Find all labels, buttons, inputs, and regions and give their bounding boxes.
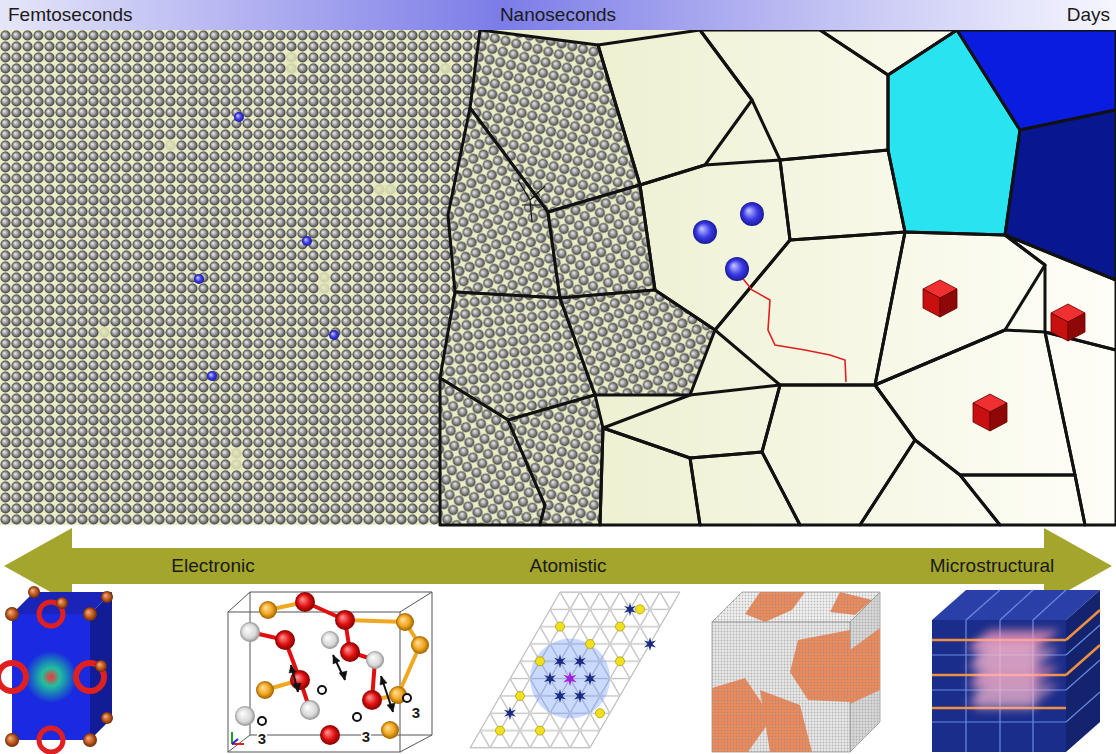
timescale-label: Femtoseconds xyxy=(8,4,133,26)
scale-label: Microstructural xyxy=(930,555,1055,577)
callout-number: 3 xyxy=(411,705,421,720)
timescale-label: Nanoseconds xyxy=(500,4,616,26)
callout-number: 3 xyxy=(361,729,371,744)
scale-label: Electronic xyxy=(171,555,254,577)
scale-label: Atomistic xyxy=(529,555,606,577)
timescale-label: Days xyxy=(1067,4,1110,26)
callout-number: 3 xyxy=(257,731,267,746)
